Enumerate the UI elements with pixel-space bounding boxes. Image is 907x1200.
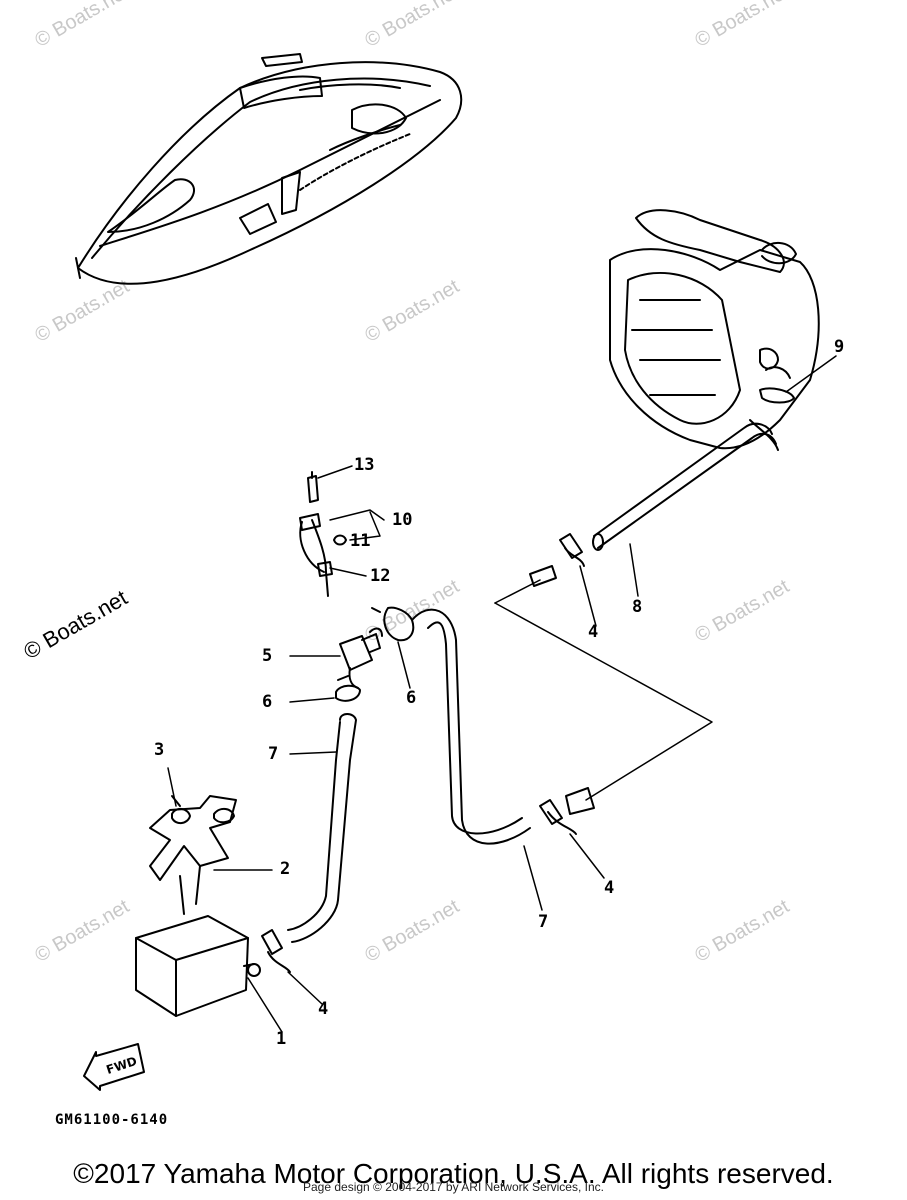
bracket-2	[149, 795, 237, 915]
clamp-6-left	[335, 675, 361, 702]
copyright-text: ©2017 Yamaha Motor Corporation, U.S.A. A…	[73, 1158, 834, 1189]
clamp-4-upper	[559, 533, 585, 567]
callout-12: 12	[370, 566, 391, 586]
callout-5: 5	[262, 646, 273, 666]
tank-1	[135, 915, 261, 1017]
callout-3: 3	[154, 740, 165, 760]
callout-2: 2	[280, 859, 291, 879]
valve-5	[339, 633, 381, 689]
callout-9: 9	[834, 337, 845, 357]
diagram-code: GM61100-6140	[55, 1112, 169, 1128]
clamp-4-lower-left	[261, 929, 291, 973]
callout-8: 8	[632, 597, 643, 617]
reference-line	[494, 602, 713, 801]
callout-7-right: 7	[538, 912, 549, 932]
clamp-6-right	[371, 606, 415, 642]
fwd-label: FWD	[105, 1054, 139, 1077]
hose-8-edge	[593, 422, 773, 537]
watercraft-illustration	[75, 53, 463, 285]
callout-6-left: 6	[262, 692, 273, 712]
screw-3	[171, 795, 191, 824]
callout-10: 10	[392, 510, 413, 530]
callout-11: 11	[350, 531, 371, 551]
jet-pump-illustration	[609, 209, 820, 451]
page-credit: Page design © 2004-2017 by ARI Network S…	[302, 1180, 604, 1194]
callout-4-upper: 4	[588, 622, 599, 642]
callout-4-lower-right: 4	[604, 878, 615, 898]
clip-assembly	[299, 471, 347, 597]
callout-13: 13	[354, 455, 375, 475]
leader-lines	[167, 355, 837, 1033]
callout-1: 1	[276, 1029, 287, 1049]
callout-6-right: 6	[406, 688, 417, 708]
hose-7-left	[291, 713, 357, 943]
callout-7-left: 7	[268, 744, 279, 764]
hose-7-right	[411, 608, 531, 845]
clamp-4-lower-right	[539, 799, 577, 835]
callout-4-lower-left: 4	[318, 999, 329, 1019]
fwd-arrow	[83, 1043, 145, 1091]
hose-8	[597, 432, 777, 549]
